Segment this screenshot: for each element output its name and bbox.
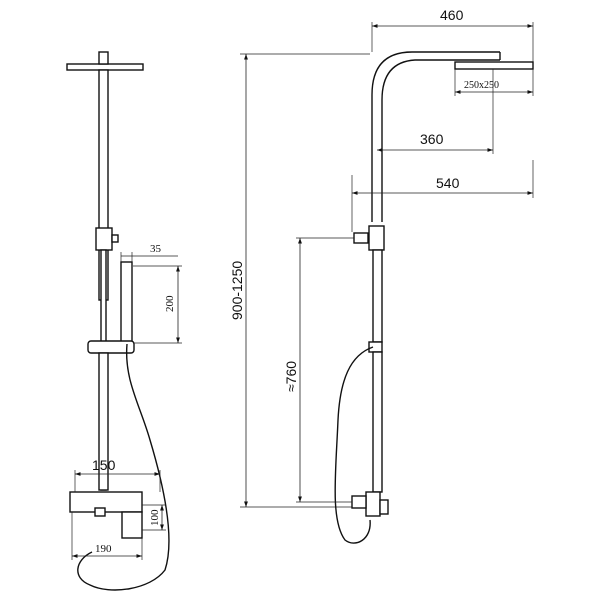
front-diverter-block	[95, 227, 113, 251]
front-hand-shower	[120, 261, 133, 345]
dim-label-mixer-depth: 150	[92, 457, 116, 473]
side-mixer-outlet	[379, 499, 389, 515]
dim-label-height-range: 900-1250	[229, 261, 245, 320]
front-diverter-knob	[111, 234, 119, 243]
side-shower-head	[454, 61, 534, 70]
dim-label-handset-width: 35	[150, 243, 162, 255]
dim-label-mixer-to-outlet: ≈760	[283, 361, 299, 392]
side-slide-rail-upper	[372, 249, 383, 343]
front-view: 35 200 150 100 190	[66, 51, 182, 591]
side-hose	[334, 346, 374, 544]
side-diverter-knob	[353, 232, 369, 244]
dim-label-head-size: 250x250	[464, 80, 499, 91]
side-slide-rail-lower	[372, 351, 383, 493]
dim-label-mixer-length: 190	[95, 543, 112, 555]
side-diverter-block	[368, 225, 385, 251]
front-lower-pipe	[98, 352, 109, 491]
side-arm-inner	[381, 59, 500, 222]
front-head-connector	[98, 51, 109, 65]
dim-label-total-reach: 540	[436, 175, 460, 191]
front-hose	[77, 343, 170, 591]
dim-label-mixer-height: 100	[149, 509, 161, 526]
side-mixer-body	[365, 491, 381, 517]
side-slider	[368, 341, 383, 353]
front-slider-holder	[87, 340, 135, 354]
side-mixer-handle	[351, 495, 367, 509]
dim-label-handset-length: 200	[164, 295, 176, 312]
dim-label-overall-width: 460	[440, 7, 464, 23]
front-mixer-body	[69, 491, 143, 513]
side-arm-outer	[371, 51, 500, 222]
side-view: 460 250x250 360 540 ≈760	[283, 7, 534, 544]
front-mixer-spout	[121, 511, 143, 539]
dim-label-arm-reach: 360	[420, 131, 444, 147]
front-mixer-handle	[94, 507, 106, 517]
front-shower-head	[66, 63, 144, 71]
height-dimension: 900-1250	[229, 53, 370, 508]
